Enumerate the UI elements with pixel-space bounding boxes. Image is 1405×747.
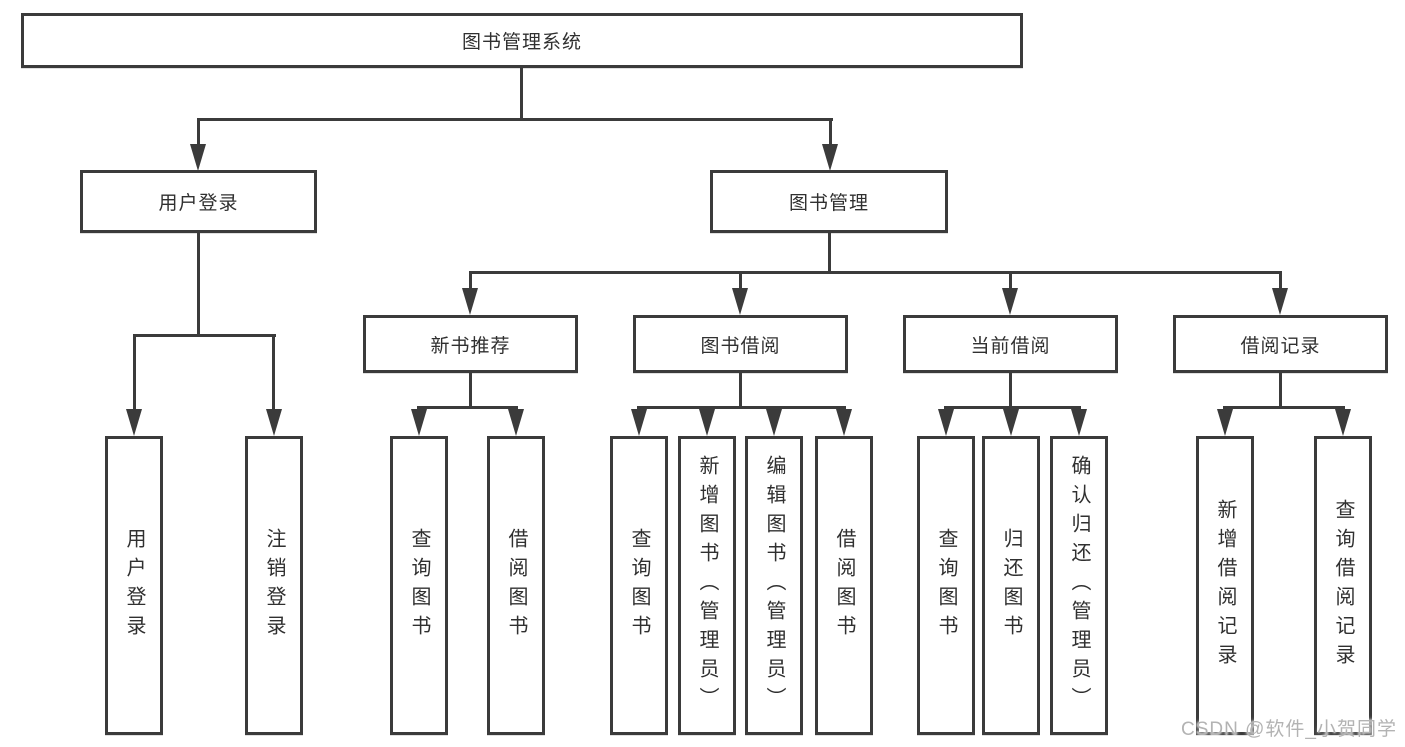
connector-borrow-vline xyxy=(739,373,742,408)
arrow-down-icon xyxy=(699,409,715,436)
connector-records-hline xyxy=(1223,406,1345,409)
node-current-borrow: 当前借阅 xyxy=(903,315,1118,373)
arrow-down-icon xyxy=(1002,288,1018,315)
node-borrow-records: 借阅记录 xyxy=(1173,315,1388,373)
node-user-login: 用户登录 xyxy=(80,170,317,233)
connector-mgmt-vline xyxy=(828,233,831,273)
connector-recommend-hline xyxy=(417,406,518,409)
connector-root-drop-right xyxy=(829,118,832,148)
connector-root-vline xyxy=(520,68,523,120)
arrow-down-icon xyxy=(126,409,142,436)
arrow-down-icon xyxy=(822,144,838,171)
leaf-query-books-3: 查询图书 xyxy=(917,436,975,735)
node-book-management: 图书管理 xyxy=(710,170,948,233)
connector-mgmt-drop-3 xyxy=(1009,271,1012,291)
connector-records-vline xyxy=(1279,373,1282,408)
arrow-down-icon xyxy=(1335,409,1351,436)
node-new-book-recommend: 新书推荐 xyxy=(363,315,578,373)
arrow-down-icon xyxy=(190,144,206,171)
connector-login-hline xyxy=(133,334,276,337)
connector-login-vline xyxy=(197,233,200,336)
leaf-edit-book-admin: 编辑图书（管理员） xyxy=(745,436,803,735)
node-book-borrow: 图书借阅 xyxy=(633,315,848,373)
arrow-down-icon xyxy=(732,288,748,315)
connector-login-drop-2 xyxy=(272,334,275,411)
connector-mgmt-hline xyxy=(469,271,1282,274)
arrow-down-icon xyxy=(1217,409,1233,436)
arrow-down-icon xyxy=(266,409,282,436)
leaf-return-book: 归还图书 xyxy=(982,436,1040,735)
arrow-down-icon xyxy=(1071,409,1087,436)
connector-mgmt-drop-1 xyxy=(469,271,472,291)
arrow-down-icon xyxy=(1272,288,1288,315)
arrow-down-icon xyxy=(411,409,427,436)
node-root: 图书管理系统 xyxy=(21,13,1023,68)
arrow-down-icon xyxy=(631,409,647,436)
arrow-down-icon xyxy=(462,288,478,315)
connector-login-drop-1 xyxy=(133,334,136,411)
leaf-logout: 注销登录 xyxy=(245,436,303,735)
connector-borrow-hline xyxy=(637,406,846,409)
leaf-confirm-return-admin: 确认归还（管理员） xyxy=(1050,436,1108,735)
leaf-user-login: 用户登录 xyxy=(105,436,163,735)
arrow-down-icon xyxy=(508,409,524,436)
leaf-query-books-2: 查询图书 xyxy=(610,436,668,735)
leaf-add-borrow-record: 新增借阅记录 xyxy=(1196,436,1254,735)
connector-current-vline xyxy=(1009,373,1012,408)
leaf-query-books-1: 查询图书 xyxy=(390,436,448,735)
arrow-down-icon xyxy=(836,409,852,436)
connector-mgmt-drop-2 xyxy=(739,271,742,291)
connector-mgmt-drop-4 xyxy=(1279,271,1282,291)
leaf-add-book-admin: 新增图书（管理员） xyxy=(678,436,736,735)
arrow-down-icon xyxy=(1003,409,1019,436)
arrow-down-icon xyxy=(766,409,782,436)
connector-root-hline xyxy=(197,118,833,121)
leaf-query-borrow-record: 查询借阅记录 xyxy=(1314,436,1372,735)
connector-current-hline xyxy=(944,406,1081,409)
leaf-borrow-books-2: 借阅图书 xyxy=(815,436,873,735)
connector-recommend-vline xyxy=(469,373,472,408)
leaf-borrow-books-1: 借阅图书 xyxy=(487,436,545,735)
connector-root-drop-left xyxy=(197,118,200,148)
arrow-down-icon xyxy=(938,409,954,436)
